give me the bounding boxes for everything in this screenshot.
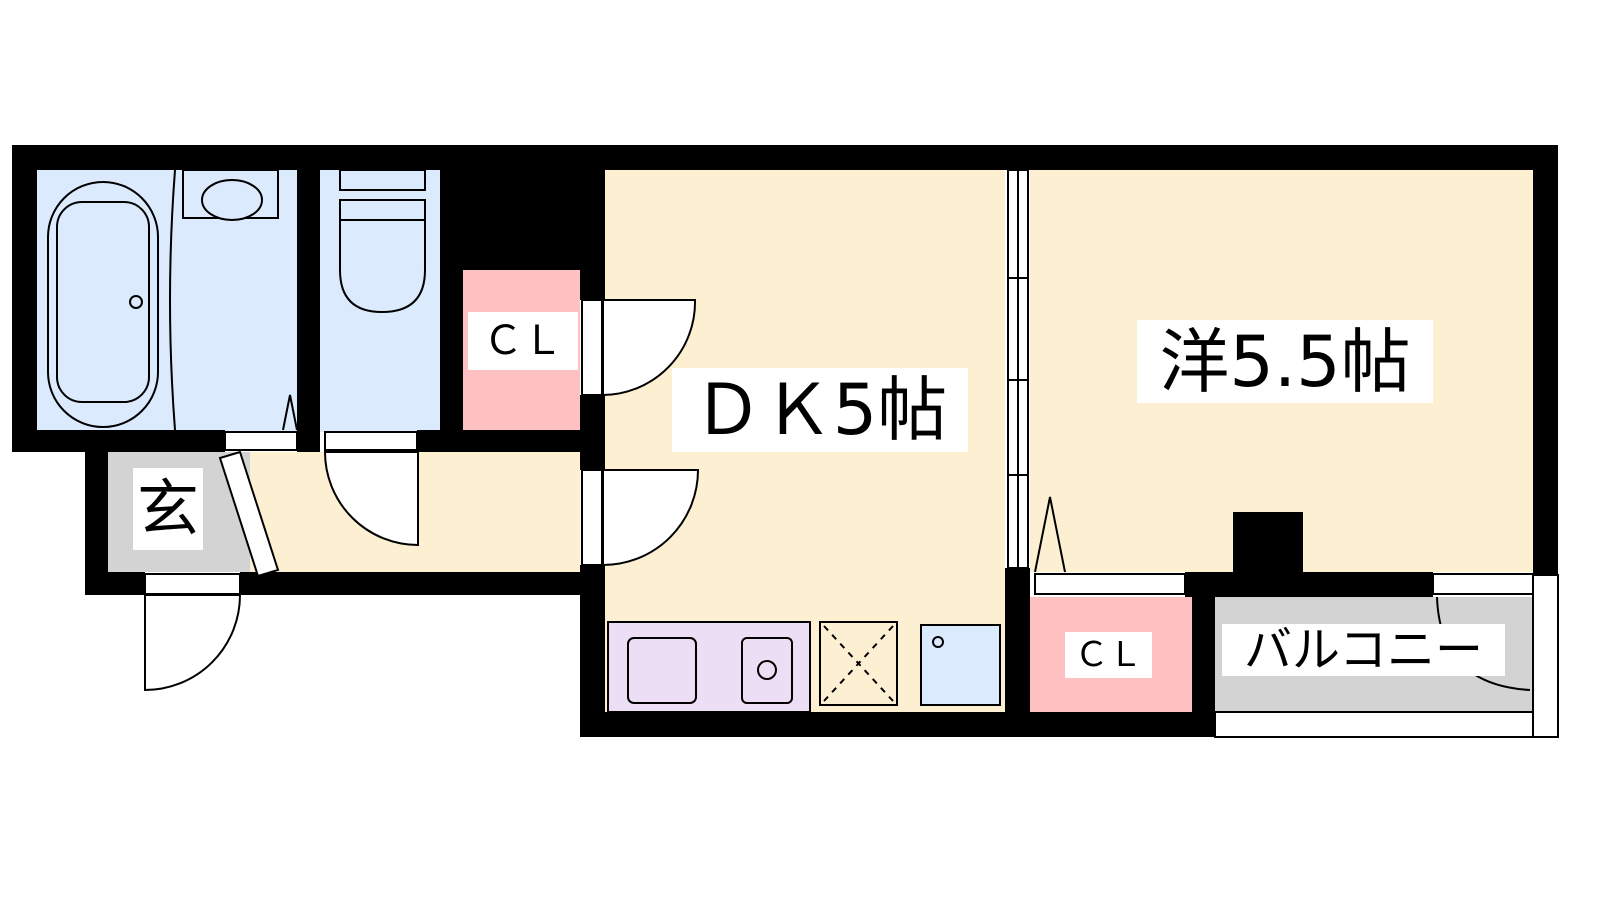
wall (85, 572, 145, 595)
closet-dk-label: ＣＬ (468, 312, 578, 370)
toilet-icon (339, 169, 426, 314)
closet-western-label: ＣＬ (1065, 632, 1152, 678)
western-room-label: 洋5.5帖 (1137, 320, 1433, 403)
wall (1005, 568, 1030, 737)
door-bath (224, 394, 298, 451)
door-hall-dk (581, 469, 700, 567)
wall (297, 170, 320, 452)
washer-space-icon (920, 624, 1001, 706)
wall (1533, 145, 1558, 575)
door-entrance-inner (218, 450, 280, 578)
wall (12, 145, 37, 452)
wall (1185, 572, 1433, 597)
wall (580, 145, 605, 300)
door-toilet (323, 431, 419, 547)
dk-label: ＤＫ5帖 (672, 368, 968, 452)
wall (463, 170, 580, 270)
wall (1192, 572, 1215, 737)
door-entrance-front (144, 573, 242, 692)
wall (417, 430, 605, 452)
washbasin-icon (182, 169, 279, 221)
wall (85, 452, 108, 595)
wall (580, 395, 605, 470)
bathtub-icon (47, 169, 176, 431)
wall (240, 572, 605, 595)
entrance-label: 玄 (133, 468, 203, 550)
door-closet-western (1034, 496, 1186, 595)
wall (580, 712, 1205, 737)
balcony-label: バルコニー (1222, 624, 1505, 676)
wall (440, 170, 463, 432)
fridge-space-icon (819, 621, 898, 706)
balcony-window (1214, 573, 1559, 738)
wall (12, 145, 1558, 170)
kitchen-counter-icon (607, 621, 811, 713)
door-closet-dk (581, 299, 697, 397)
wall (12, 430, 225, 452)
sliding-door (1007, 169, 1029, 569)
pillar (1233, 512, 1303, 574)
